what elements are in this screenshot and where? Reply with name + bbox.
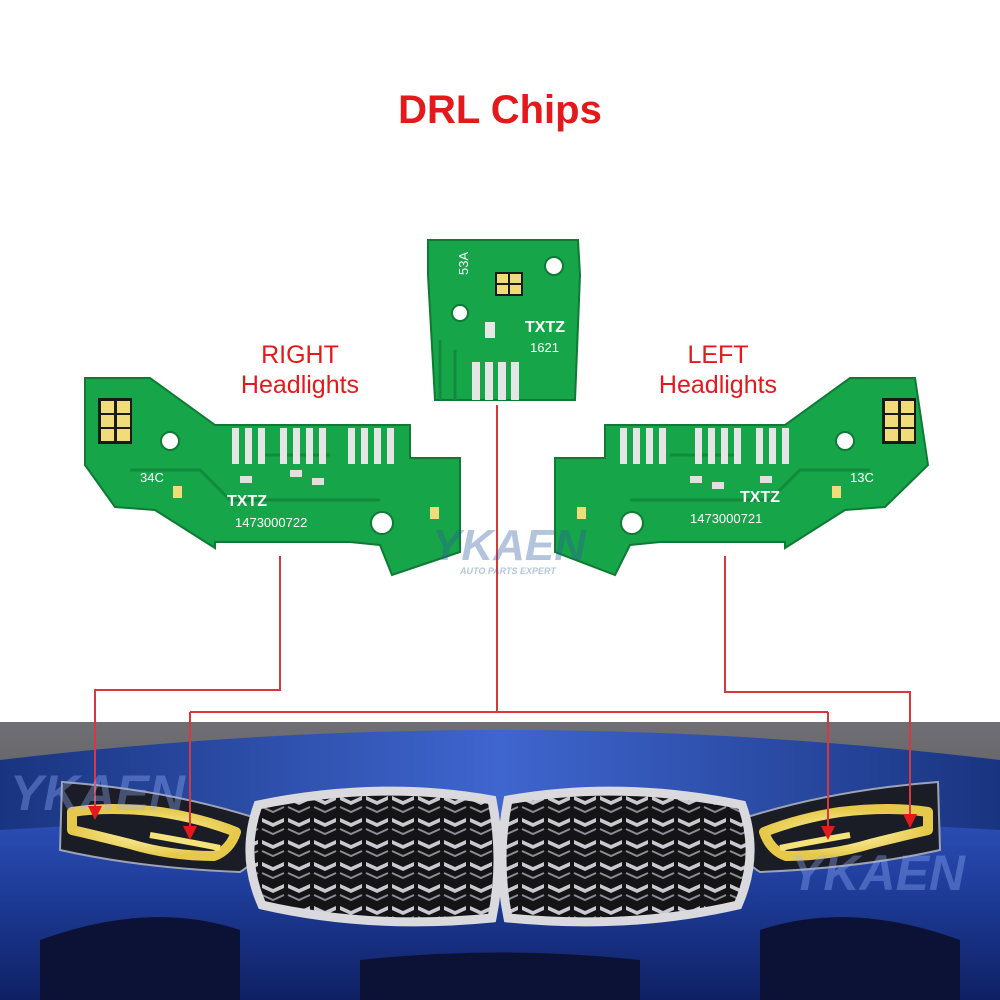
kidney-grille <box>245 786 755 927</box>
center-chip-number: 1621 <box>530 340 559 355</box>
left-label-line2: Headlights <box>658 371 778 399</box>
left-chip-line <box>724 556 911 816</box>
watermark: YKAEN AUTO PARTS EXPERT YKAEN YKAEN <box>10 521 966 901</box>
center-chip-line <box>189 405 829 828</box>
center-chip-brand: TXTZ <box>525 319 565 336</box>
left-chip-part: 1473000721 <box>690 511 762 526</box>
right-label-line2: Headlights <box>240 371 360 399</box>
right-chip-brand: TXTZ <box>227 493 267 510</box>
arrow-icon <box>183 826 197 840</box>
left-headlights-label: LEFT Headlights <box>618 340 818 400</box>
watermark-brand-center: YKAEN <box>432 521 587 570</box>
center-chip-code: 53A <box>456 252 471 275</box>
right-chip-part: 1473000722 <box>235 515 307 530</box>
arrow-icon <box>88 806 102 820</box>
connector-lines <box>94 405 911 828</box>
left-label-line1: LEFT <box>687 341 749 369</box>
watermark-tagline: AUTO PARTS EXPERT <box>459 566 557 576</box>
right-chip-code: 34C <box>140 470 164 485</box>
arrowheads <box>88 806 917 840</box>
watermark-brand-left: YKAEN <box>10 765 186 821</box>
right-chip-line <box>94 556 281 808</box>
left-drl-chip: 13C TXTZ 1473000721 <box>554 377 930 577</box>
right-headlight <box>58 780 264 874</box>
car-front-photo <box>0 722 1000 1000</box>
right-drl-chip: 34C TXTZ 1473000722 <box>84 377 461 577</box>
page-title: DRL Chips <box>398 88 602 132</box>
arrow-icon <box>821 826 835 840</box>
right-label-line1: RIGHT <box>261 341 339 369</box>
right-headlights-label: RIGHT Headlights <box>200 340 400 400</box>
left-chip-brand: TXTZ <box>740 489 780 506</box>
center-drl-chip: 53A TXTZ 1621 <box>427 239 582 401</box>
arrow-icon <box>903 814 917 828</box>
watermark-brand-right: YKAEN <box>790 845 966 901</box>
left-chip-code: 13C <box>850 470 874 485</box>
